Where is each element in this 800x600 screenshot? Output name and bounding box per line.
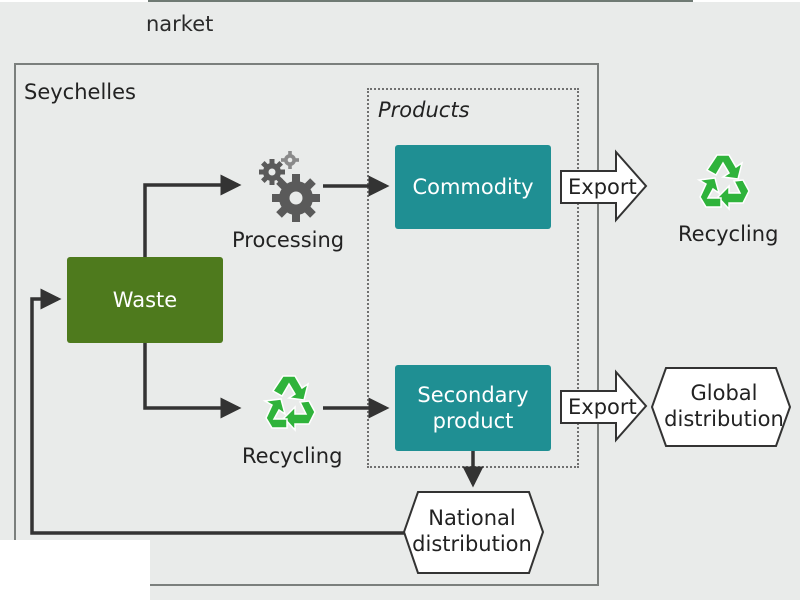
top-border-line: [148, 0, 693, 2]
seychelles-frame: [14, 63, 599, 586]
global-distribution-label: Global distribution: [664, 381, 784, 432]
commodity-box: Commodity: [395, 145, 551, 229]
export-arrow-top: [560, 149, 648, 223]
gear-icon: [259, 151, 320, 222]
secondary-product-box: Secondary product: [395, 365, 551, 451]
region-label: Seychelles: [24, 80, 136, 104]
national-distribution-label: National distribution: [412, 506, 532, 557]
market-heading-fragment: narket: [146, 12, 214, 36]
processing-label: Processing: [232, 228, 345, 252]
recycle-icon: [696, 154, 750, 211]
secondary-product-label: Secondary product: [417, 382, 529, 433]
waste-box: Waste: [67, 257, 223, 343]
global-distribution-hexagon: [650, 367, 792, 447]
recycling-label: Recycling: [242, 444, 343, 468]
recycling-export-label: Recycling: [678, 222, 779, 246]
national-distribution-hexagon: [402, 491, 545, 574]
arrow-waste-to-processing: [143, 174, 242, 257]
export-label-top: Export: [568, 175, 637, 199]
products-label: Products: [378, 98, 470, 122]
arrow-national-to-waste: [30, 288, 408, 535]
blank-corner: [0, 540, 150, 600]
arrow-waste-to-recycling: [143, 343, 242, 419]
export-arrow-bottom: [560, 369, 648, 443]
recycle-icon: [262, 375, 316, 432]
export-label-bottom: Export: [568, 395, 637, 419]
